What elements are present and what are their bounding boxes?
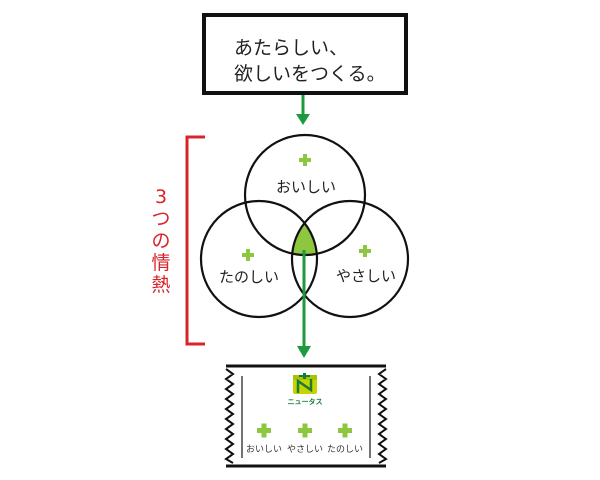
label-char: 熱 (151, 274, 171, 296)
venn-label-top: おいしい (275, 178, 337, 196)
brand-logo (293, 373, 317, 394)
plus-icon-pkg-3 (338, 423, 352, 438)
arrow-down-top (296, 93, 310, 125)
plus-icon-left (242, 249, 254, 261)
label-char: 情 (151, 252, 171, 274)
feature-label-1: おいしい (245, 445, 283, 455)
red-bracket (185, 135, 205, 346)
venn-circle-right (290, 199, 410, 319)
zigzag-left-edge (224, 368, 235, 464)
brand-name: ニュータス (287, 398, 323, 406)
plus-icon-pkg-2 (298, 423, 312, 438)
slogan-line-2: 欲しいをつくる。 (234, 63, 386, 85)
venn-label-right: やさしい (335, 267, 397, 285)
slogan-box: あたらしい、 欲しいをつくる。 (202, 13, 408, 95)
three-passions-label: 3 つ の 情 熱 (148, 186, 174, 296)
zigzag-right-edge (377, 368, 388, 464)
slogan-line-1: あたらしい、 (234, 37, 349, 59)
plus-icon-right (359, 245, 371, 257)
label-char: つ (151, 208, 171, 230)
arrow-down-bottom (297, 250, 311, 358)
feature-label-2: やさしい (286, 445, 324, 455)
plus-icon-top (299, 154, 311, 166)
label-char: の (151, 230, 171, 252)
label-char: 3 (154, 186, 168, 208)
feature-label-3: たのしい (326, 445, 364, 455)
venn-label-left: たのしい (218, 268, 280, 286)
product-package (224, 364, 388, 468)
venn-circle-left (199, 199, 319, 319)
plus-icon-pkg-1 (257, 423, 271, 438)
